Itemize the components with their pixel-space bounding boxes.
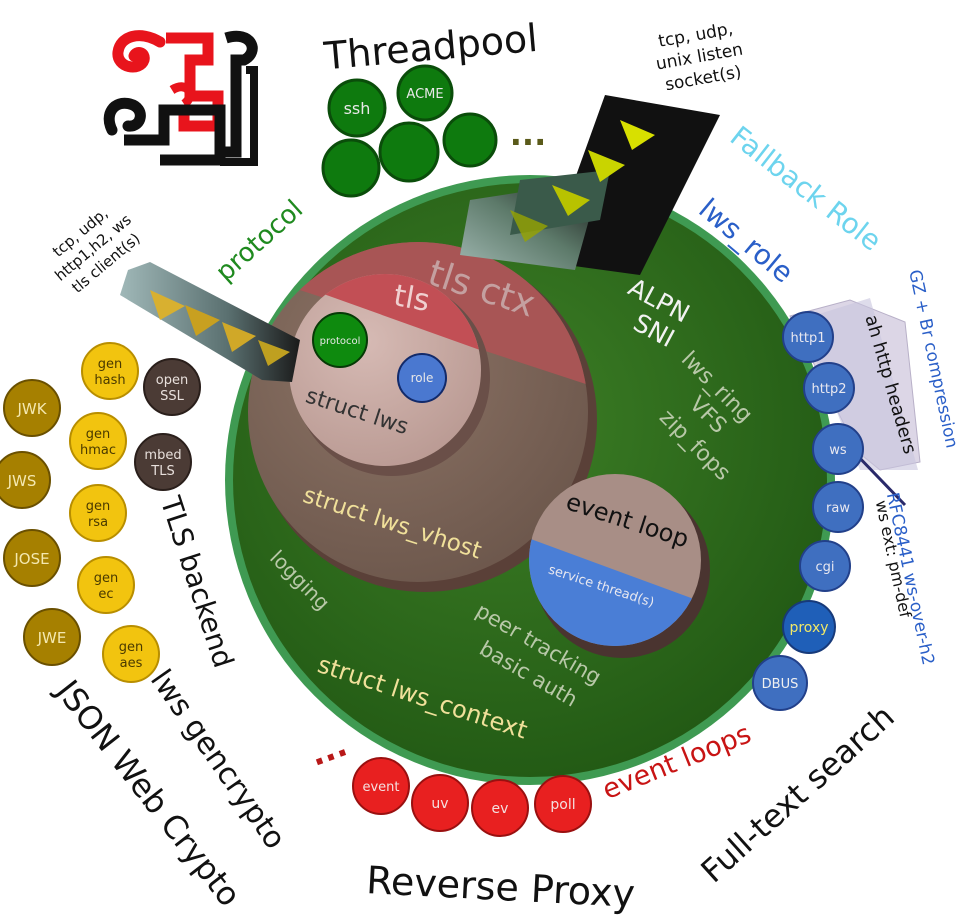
jose-jws — [0, 451, 51, 509]
reverse-proxy-label: Reverse Proxy — [365, 858, 636, 916]
jose-jwk-label: JWK — [16, 400, 47, 418]
threadpool-slot — [442, 112, 498, 168]
gencrypto-hash — [81, 342, 139, 400]
gencrypto-hmac — [69, 412, 127, 470]
event-loop-uv — [411, 774, 469, 832]
protocol-label: protocol — [210, 194, 309, 287]
event-loop-ev — [471, 779, 529, 837]
threadpool-item-ssh — [327, 78, 387, 138]
threadpool-item-ssh-label: ssh — [344, 99, 371, 118]
tls-backend-openssl-line2: SSL — [160, 389, 185, 404]
threadpool-pool: ssh ACME ... — [321, 64, 546, 198]
tls-backend-mbedtls — [134, 433, 192, 491]
event-loop-poll — [534, 775, 592, 833]
jose-label: JSON Web Crypto — [48, 671, 249, 913]
threadpool-slot — [321, 138, 381, 198]
wsi-protocol-node — [312, 312, 368, 368]
svg-text:gen: gen — [86, 499, 111, 514]
jose-jose — [3, 529, 61, 587]
libwebsockets-logo — [103, 30, 258, 166]
wsi-protocol-label: protocol — [320, 336, 361, 347]
listen-socket-label: tcp, udp, unix listen socket(s) — [654, 19, 744, 95]
gencrypto-rsa — [69, 484, 127, 542]
gencrypto-aes — [102, 625, 160, 683]
svg-text:gen: gen — [98, 357, 123, 372]
role-cgi — [799, 540, 851, 592]
tls-backend-mbedtls-line2: TLS — [150, 464, 174, 479]
event-loop-ev-label: ev — [492, 801, 509, 817]
jose-jwe-label: JWE — [37, 629, 67, 647]
role-cgi-label: cgi — [815, 560, 834, 575]
role-dbus — [752, 655, 808, 711]
jose-jose-label: JOSE — [13, 550, 49, 568]
role-list: http1 http2 ws raw cgi proxy DBUS — [752, 311, 864, 711]
jose-jwe — [23, 608, 81, 666]
role-ws-label: ws — [829, 443, 847, 458]
tls-backend-openssl-line1: open — [156, 373, 188, 388]
jose-jwk — [3, 379, 61, 437]
role-http1 — [782, 311, 834, 363]
svg-text:gen: gen — [86, 427, 111, 442]
role-http2 — [803, 362, 855, 414]
event-loop-uv-label: uv — [431, 796, 448, 812]
gencrypto-ec — [77, 556, 135, 614]
event-loop-event — [352, 757, 410, 815]
wsi-role-label: role — [411, 371, 434, 385]
tls-backend: open SSL mbed TLS TLS backend — [134, 358, 241, 672]
service-thread-region — [529, 535, 701, 646]
wsi-tls-label: tls — [391, 278, 432, 319]
event-loop-poll-label: poll — [550, 797, 575, 813]
role-http2-label: http2 — [812, 382, 847, 397]
tls-backend-mbedtls-line1: mbed — [144, 448, 181, 463]
svg-text:aes: aes — [120, 656, 143, 671]
svg-text:hash: hash — [94, 373, 125, 388]
svg-text:gen: gen — [119, 640, 144, 655]
role-proxy — [782, 600, 836, 654]
event-loops-more: ... — [305, 726, 352, 774]
jose-jws-label: JWS — [7, 472, 37, 490]
svg-text:gen: gen — [94, 571, 119, 586]
svg-text:ec: ec — [98, 587, 113, 602]
wsi-role-node — [397, 353, 447, 403]
listen-socket-strip — [460, 95, 720, 275]
threadpool-slot — [378, 121, 440, 183]
role-ws — [812, 423, 864, 475]
role-dbus-label: DBUS — [762, 677, 799, 692]
role-http1-label: http1 — [791, 331, 826, 346]
client-connection-strip — [120, 262, 300, 382]
threadpool-item-acme-label: ACME — [406, 87, 443, 102]
role-raw-label: raw — [826, 501, 850, 516]
svg-text:rsa: rsa — [88, 515, 108, 530]
threadpool-item-acme — [396, 64, 454, 122]
tls-backend-openssl — [143, 358, 201, 416]
event-loop-event-label: event — [362, 780, 399, 795]
svg-text:hmac: hmac — [80, 443, 116, 458]
tls-backend-label: TLS backend — [154, 492, 241, 672]
role-raw — [812, 481, 864, 533]
threadpool-more: ... — [510, 115, 546, 153]
role-proxy-label: proxy — [789, 620, 828, 636]
